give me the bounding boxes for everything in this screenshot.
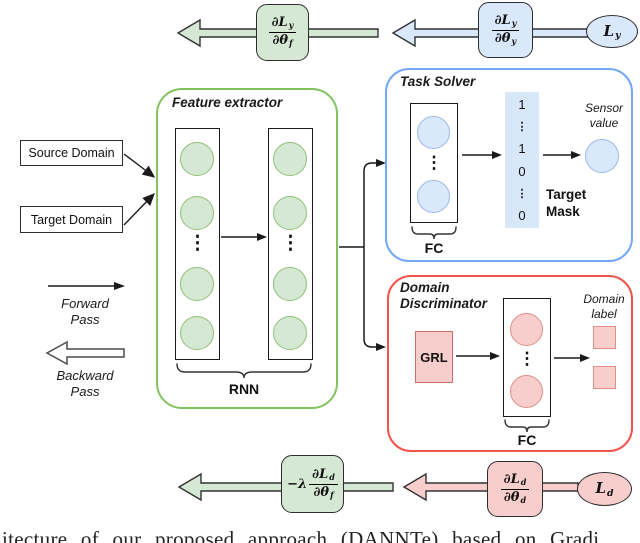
input-arrows-icon — [123, 153, 156, 226]
neuron — [417, 116, 450, 149]
vertical-dots: ⋮ — [518, 349, 536, 368]
neuron — [273, 316, 307, 350]
vertical-dots: ⋮ — [188, 233, 207, 254]
neuron — [180, 196, 214, 230]
fraction: ∂Ld ∂θf — [309, 467, 338, 501]
source-domain-box: Source Domain — [20, 140, 123, 166]
neuron — [180, 267, 214, 301]
sensor-output-neuron — [585, 139, 619, 173]
task-fc-brace-icon — [411, 226, 457, 240]
forward-pass-arrow-icon — [48, 282, 125, 290]
source-domain-label: Source Domain — [28, 146, 115, 160]
layer-to-layer-arrow-icon — [221, 233, 267, 241]
task-solver-title: Task Solver — [400, 74, 476, 89]
mask-dots: ⋮ — [516, 121, 528, 133]
gradient-box-task-wrt-feature: ∂Ly ∂θf — [256, 4, 309, 61]
rnn-layer-2: ⋮ — [268, 128, 313, 360]
mask-value: 1 — [518, 141, 526, 156]
neuron — [180, 142, 214, 176]
mask-value: 0 — [518, 164, 526, 179]
task-loss-ellipse: Ly — [586, 15, 638, 48]
mask-value: 0 — [518, 208, 526, 223]
mask-dots: ⋮ — [516, 188, 528, 200]
target-domain-box: Target Domain — [20, 206, 123, 233]
domain-loss-ellipse: Ld — [577, 472, 632, 506]
gradient-box-domain-wrt-domain: ∂Ld ∂θd — [487, 461, 543, 517]
fraction: ∂Ly ∂θy — [491, 13, 520, 47]
neuron — [510, 313, 543, 346]
rnn-layer-1: ⋮ — [175, 128, 220, 360]
neuron — [417, 180, 450, 213]
gradient-box-domain-wrt-feature: −λ ∂Ld ∂θf — [281, 455, 344, 513]
figure-caption-fragment: itecture of our proposed approach (DANNT… — [2, 528, 600, 543]
discriminator-fc-brace-icon — [504, 419, 550, 433]
vertical-dots: ⋮ — [425, 153, 443, 172]
target-domain-label: Target Domain — [30, 212, 113, 227]
fraction: ∂Ly ∂θf — [268, 15, 297, 49]
discriminator-fc-layer: ⋮ — [503, 298, 551, 417]
fc-to-mask-arrow-icon — [462, 151, 502, 159]
domain-label-square — [593, 366, 616, 389]
neuron — [273, 267, 307, 301]
backward-pass-arrow-icon — [45, 340, 125, 366]
mask-value: 1 — [518, 97, 526, 112]
discriminator-fc-label: FC — [517, 432, 537, 448]
feature-output-connector-icon — [339, 159, 386, 351]
task-fc-layer: ⋮ — [410, 103, 458, 223]
neuron — [510, 375, 543, 408]
target-mask-strip: 1 ⋮ 1 0 ⋮ 0 — [505, 92, 539, 228]
rnn-label: RNN — [228, 381, 260, 397]
grl-label: GRL — [420, 349, 448, 365]
neuron — [273, 142, 307, 176]
neuron — [273, 196, 307, 230]
task-fc-label: FC — [424, 240, 444, 256]
feature-extractor-title: Feature extractor — [172, 95, 283, 110]
fc-to-domain-label-arrow-icon — [554, 354, 590, 362]
rnn-brace-icon — [176, 363, 312, 379]
neuron — [180, 316, 214, 350]
mask-to-output-arrow-icon — [543, 151, 581, 159]
lambda-prefix: −λ — [287, 476, 308, 492]
fraction: ∂Ld ∂θd — [500, 472, 530, 506]
grl-box: GRL — [415, 331, 453, 383]
gradient-box-task-wrt-task: ∂Ly ∂θy — [478, 2, 533, 58]
grl-to-fc-arrow-icon — [456, 352, 500, 360]
domain-label-square — [593, 326, 616, 349]
vertical-dots: ⋮ — [281, 233, 300, 254]
